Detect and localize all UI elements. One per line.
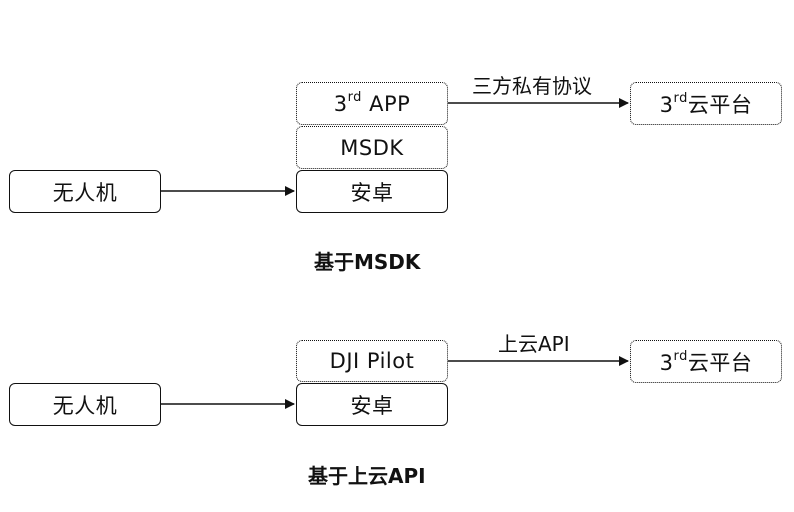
bottom-android-label: 安卓 [350,393,394,418]
bottom-android-box: 安卓 [296,383,448,426]
top-drone-label: 无人机 [52,180,118,205]
top-edge-label: 三方私有协议 [472,74,592,98]
bottom-cloud-label: 3rd云平台 [659,348,753,375]
bottom-edge-label: 上云API [498,332,570,356]
bottom-pilot-box: DJI Pilot [296,340,448,382]
top-app-box: 3rd APP [296,82,448,125]
bottom-drone-box: 无人机 [9,383,161,426]
top-android-label: 安卓 [350,180,394,205]
bottom-pilot-label: DJI Pilot [329,349,415,373]
top-app-label: 3rd APP [333,89,411,116]
top-drone-box: 无人机 [9,170,161,213]
top-msdk-label: MSDK [340,135,404,160]
bottom-drone-label: 无人机 [52,393,118,418]
top-cloud-label: 3rd云平台 [659,90,753,117]
bottom-caption: 基于上云API [308,464,426,488]
bottom-cloud-box: 3rd云平台 [630,340,782,383]
top-msdk-box: MSDK [296,126,448,169]
top-cloud-box: 3rd云平台 [630,82,782,125]
top-caption: 基于MSDK [314,250,421,274]
top-android-box: 安卓 [296,170,448,213]
